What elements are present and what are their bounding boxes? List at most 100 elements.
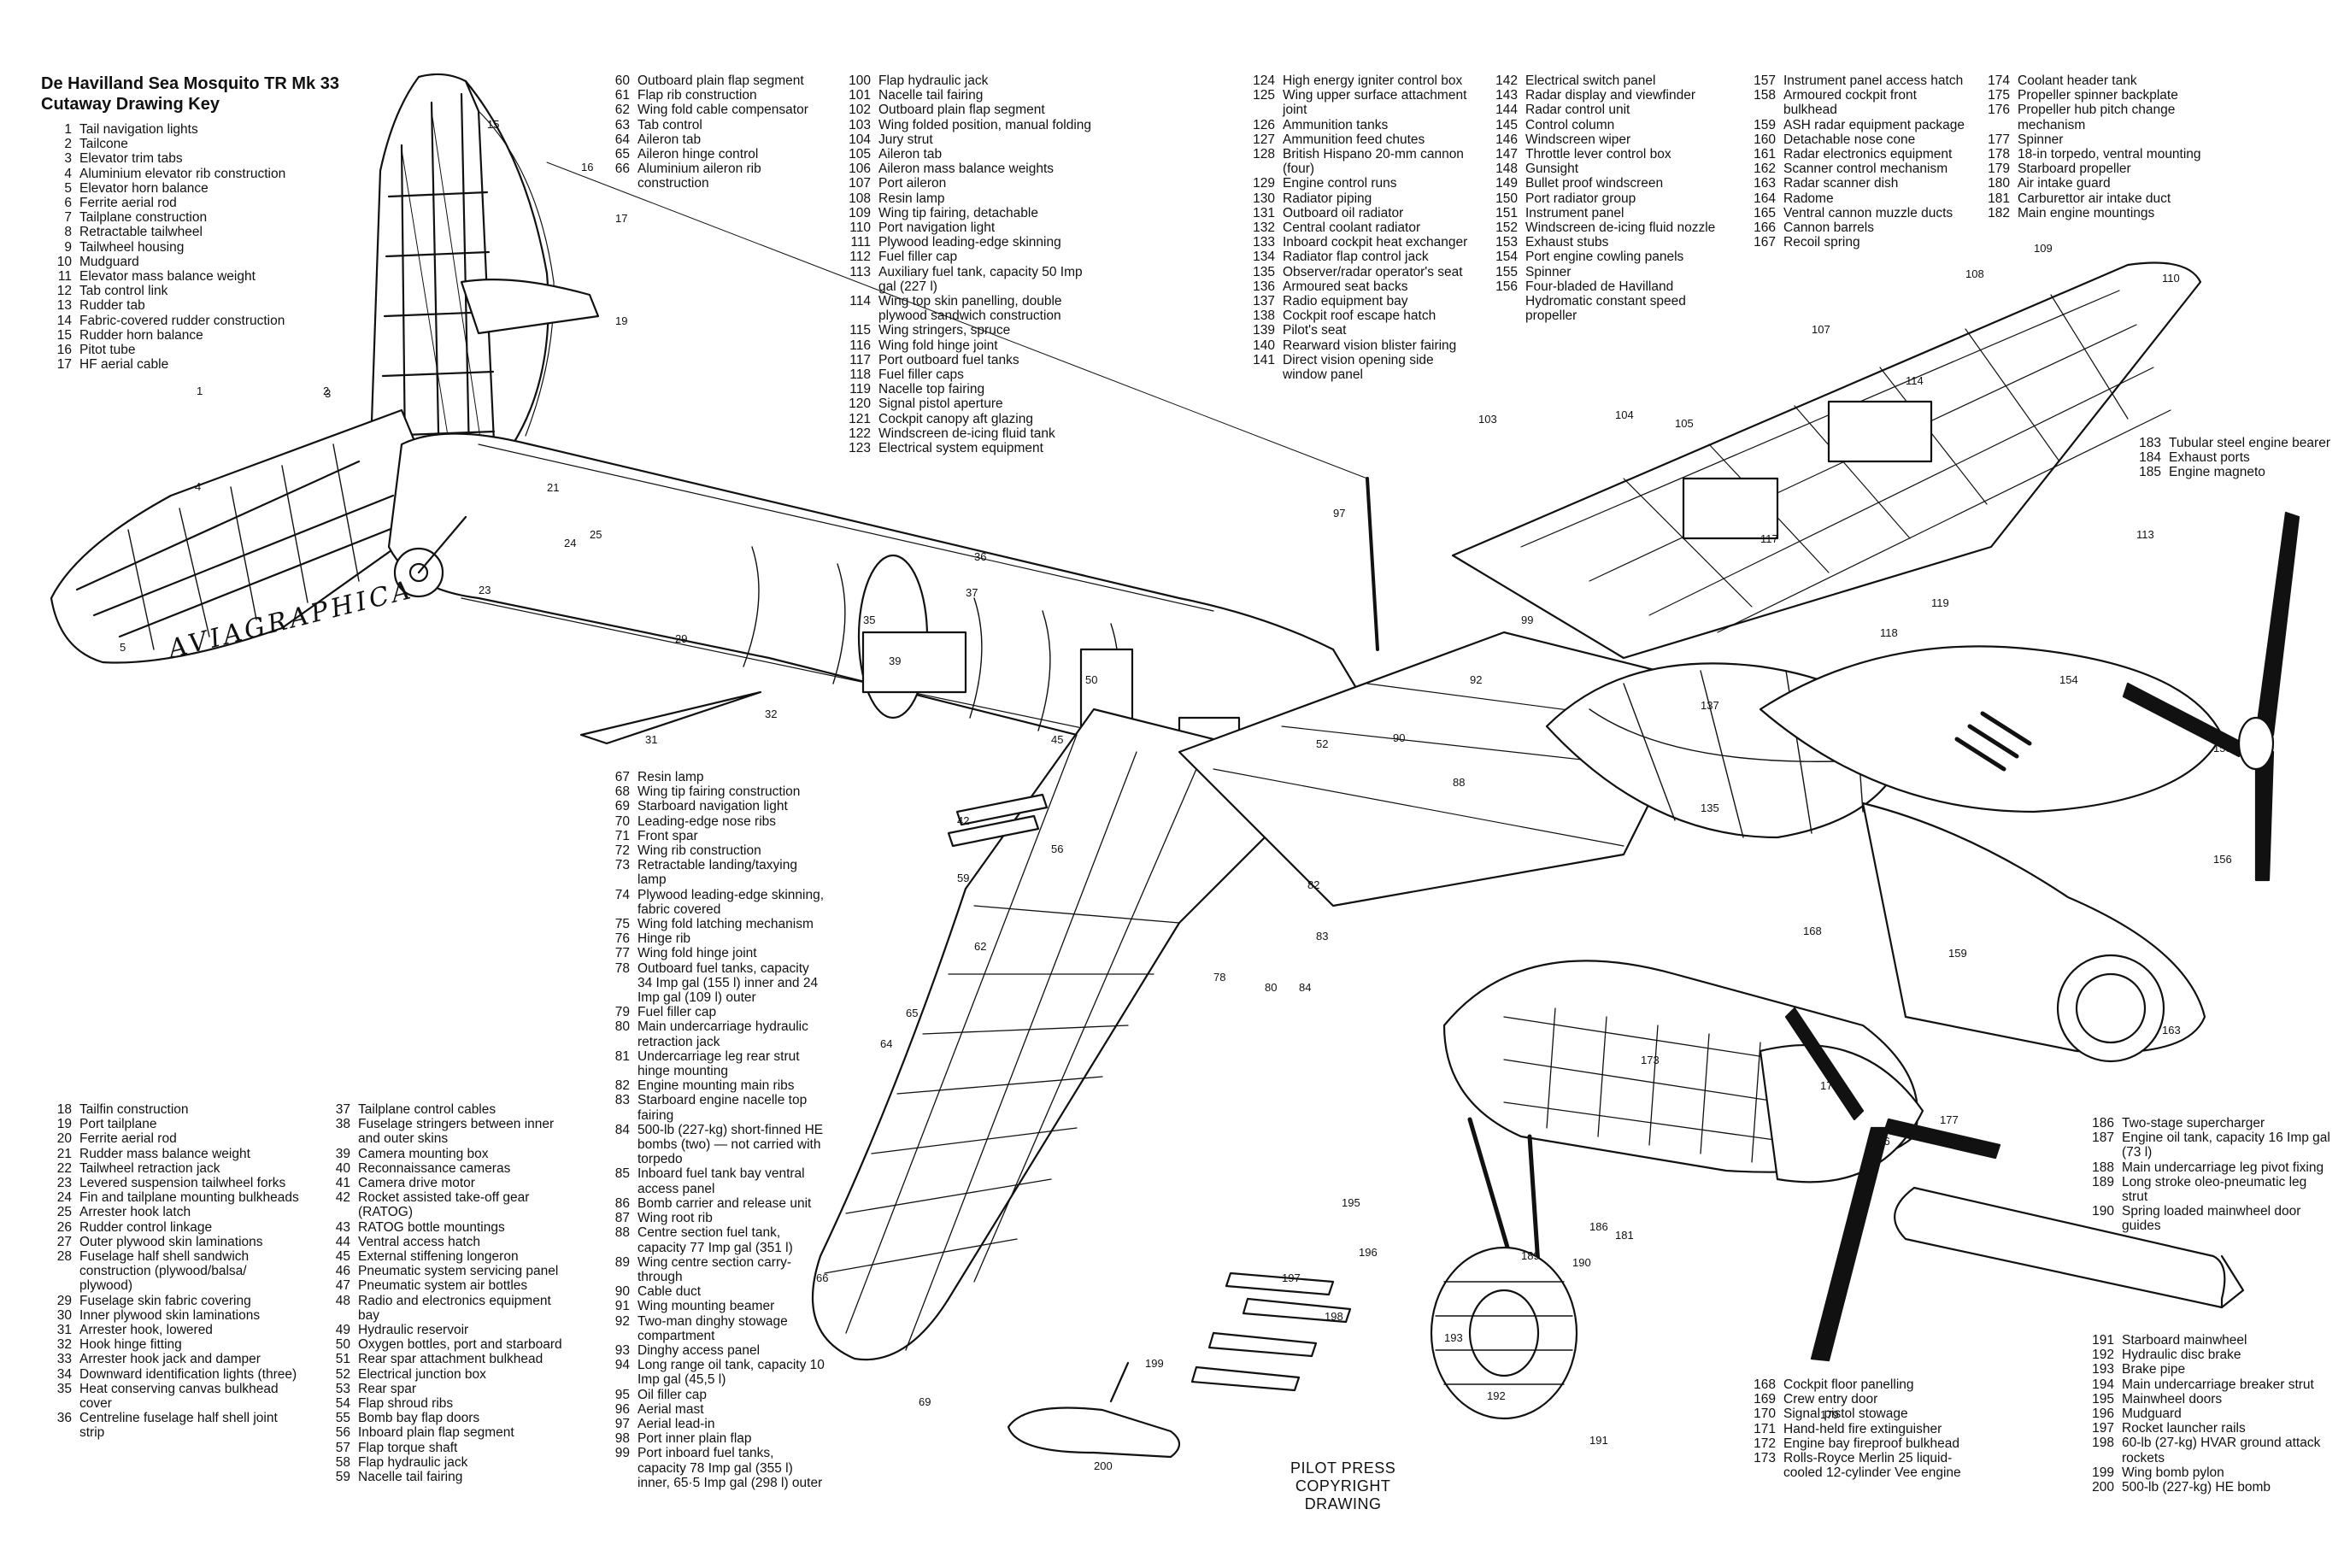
key-number: 118 [849, 367, 871, 383]
key-number: 27 [56, 1234, 72, 1249]
key-label: Propeller spinner backplate [2018, 88, 2178, 103]
callout-3: 3 [325, 387, 331, 400]
key-number: 12 [56, 284, 72, 299]
key-number: 16 [56, 343, 72, 358]
key-number: 195 [2092, 1391, 2114, 1407]
key-number: 143 [1495, 88, 1518, 103]
key-label: Resin lamp [878, 191, 945, 206]
key-number: 176 [1988, 103, 2010, 118]
key-number: 18 [56, 1102, 72, 1117]
key-label: Wing folded position, manual folding [878, 117, 1092, 132]
key-number: 92 [614, 1313, 630, 1329]
callout-191: 191 [1589, 1434, 1608, 1447]
key-number: 88 [614, 1225, 630, 1241]
callout-198: 198 [1325, 1310, 1343, 1323]
key-label: Starboard mainwheel [2122, 1333, 2247, 1348]
key-label: Engine control runs [1283, 176, 1397, 191]
key-label: British Hispano 20-mm cannon (four) [1283, 147, 1464, 177]
key-label: Wing centre section carry-through [637, 1254, 792, 1284]
key-label: Signal pistol aperture [878, 396, 1003, 412]
key-number: 33 [56, 1352, 72, 1367]
key-label: Windscreen wiper [1525, 132, 1631, 147]
key-number: 80 [614, 1019, 630, 1035]
key-number: 35 [56, 1381, 72, 1396]
key-label: Elevator horn balance [79, 180, 209, 196]
key-number: 159 [1754, 117, 1776, 132]
key-number: 128 [1253, 147, 1275, 162]
key-number: 192 [2092, 1348, 2114, 1363]
callout-23: 23 [479, 584, 491, 596]
callout-90: 90 [1393, 731, 1405, 744]
callout-105: 105 [1675, 417, 1694, 430]
key-number: 133 [1253, 235, 1275, 250]
key-number: 44 [335, 1234, 350, 1249]
callout-15: 15 [487, 118, 499, 131]
callout-42: 42 [957, 814, 969, 827]
key-number: 134 [1253, 250, 1275, 265]
key-number: 121 [849, 411, 871, 426]
key-number: 55 [335, 1411, 350, 1426]
copyright-credit: PILOT PRESS COPYRIGHT DRAWING [1290, 1459, 1395, 1513]
key-label: Electrical system equipment [878, 441, 1043, 456]
key-label: Two-stage supercharger [2122, 1116, 2265, 1130]
key-label: Centreline fuselage half shell joint str… [79, 1411, 278, 1441]
key-number: 158 [1754, 88, 1776, 103]
key-number: 200 [2092, 1480, 2114, 1495]
callout-196: 196 [1359, 1246, 1378, 1259]
key-number: 50 [335, 1337, 350, 1353]
key-number: 127 [1253, 132, 1275, 147]
key-number: 85 [614, 1166, 630, 1182]
key-label: Outboard plain flap segment [878, 103, 1045, 118]
key-number: 48 [335, 1293, 350, 1308]
key-number: 107 [849, 176, 871, 191]
key-label: Radio and electronics equipment bay [358, 1293, 551, 1323]
key-number: 122 [849, 426, 871, 441]
callout-99: 99 [1521, 614, 1533, 626]
callout-82: 82 [1307, 878, 1319, 891]
key-label: Aileron tab [878, 147, 943, 162]
tailplane-starboard [50, 408, 446, 664]
callout-32: 32 [765, 708, 777, 720]
key-label: Aluminium aileron rib construction [637, 161, 761, 191]
key-number: 178 [1988, 147, 2010, 162]
key-number: 83 [614, 1093, 630, 1108]
key-label: Mudguard [2122, 1407, 2182, 1422]
key-number: 51 [335, 1352, 350, 1367]
wing-bomb [1007, 1361, 1181, 1459]
key-label: Plywood leading-edge skinning, fabric co… [637, 887, 825, 917]
key-number: 84 [614, 1122, 630, 1137]
key-number: 5 [64, 180, 72, 196]
